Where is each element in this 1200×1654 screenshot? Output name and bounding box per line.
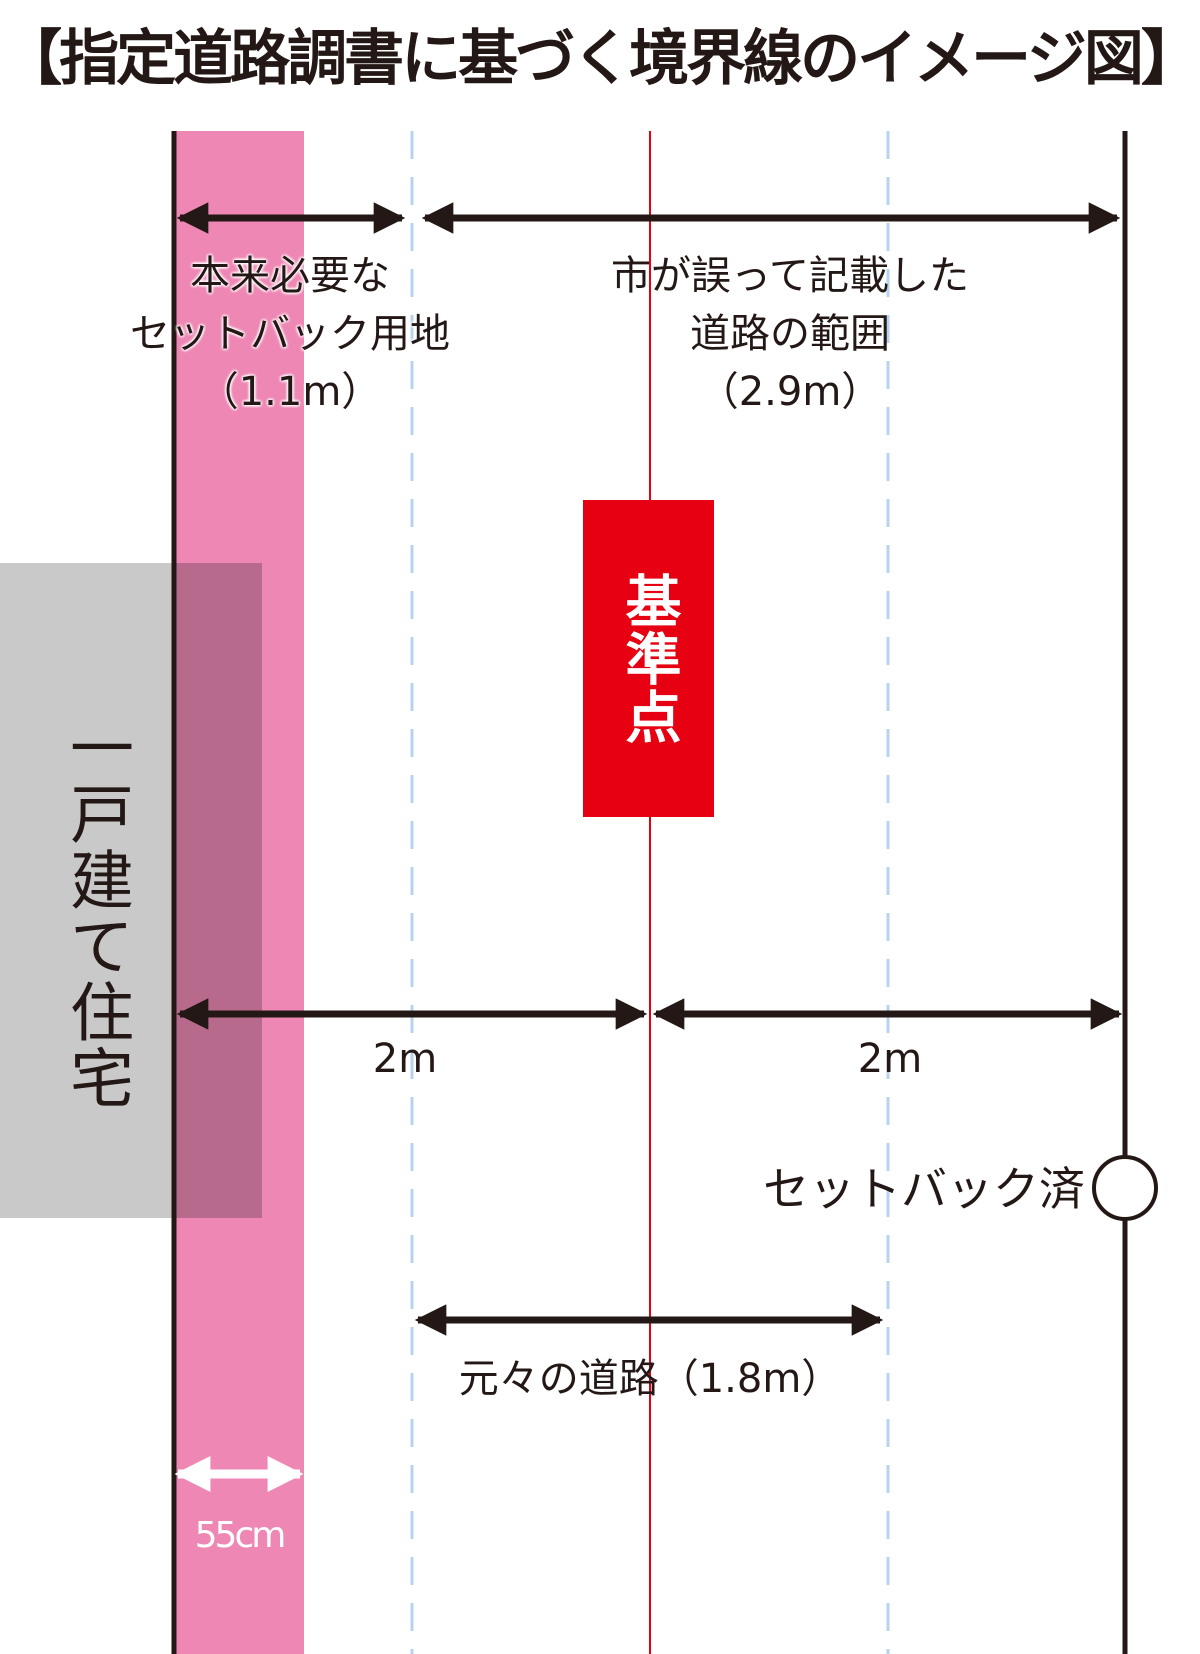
overlap-area: [174, 563, 262, 1218]
reference-point-box: 基準点: [583, 500, 714, 817]
diagram-title: 【指定道路調書に基づく境界線のイメージ図】: [2, 24, 1200, 94]
original-road-label: 元々の道路（1.8m）: [458, 1356, 842, 1402]
label-line: 道路の範囲: [690, 311, 890, 357]
house-label: 一戸建て住宅: [59, 715, 133, 1111]
label-line: （1.1m）: [198, 369, 382, 415]
label-line: セットバック用地: [130, 311, 450, 357]
setback-done-marker-icon: [1092, 1155, 1158, 1221]
label-line: （2.9m）: [698, 369, 882, 415]
left-2m-label: 2m: [372, 1036, 438, 1082]
label-line: 本来必要な: [190, 253, 390, 299]
city-error-label: 市が誤って記載した 道路の範囲 （2.9m）: [570, 247, 1010, 421]
label-line: 市が誤って記載した: [611, 253, 969, 299]
width-55cm-label: 55cm: [194, 1515, 287, 1556]
right-2m-label: 2m: [857, 1036, 923, 1082]
setback-required-label: 本来必要な セットバック用地 （1.1m）: [90, 247, 490, 421]
setback-done-label: セットバック済: [763, 1162, 1085, 1216]
